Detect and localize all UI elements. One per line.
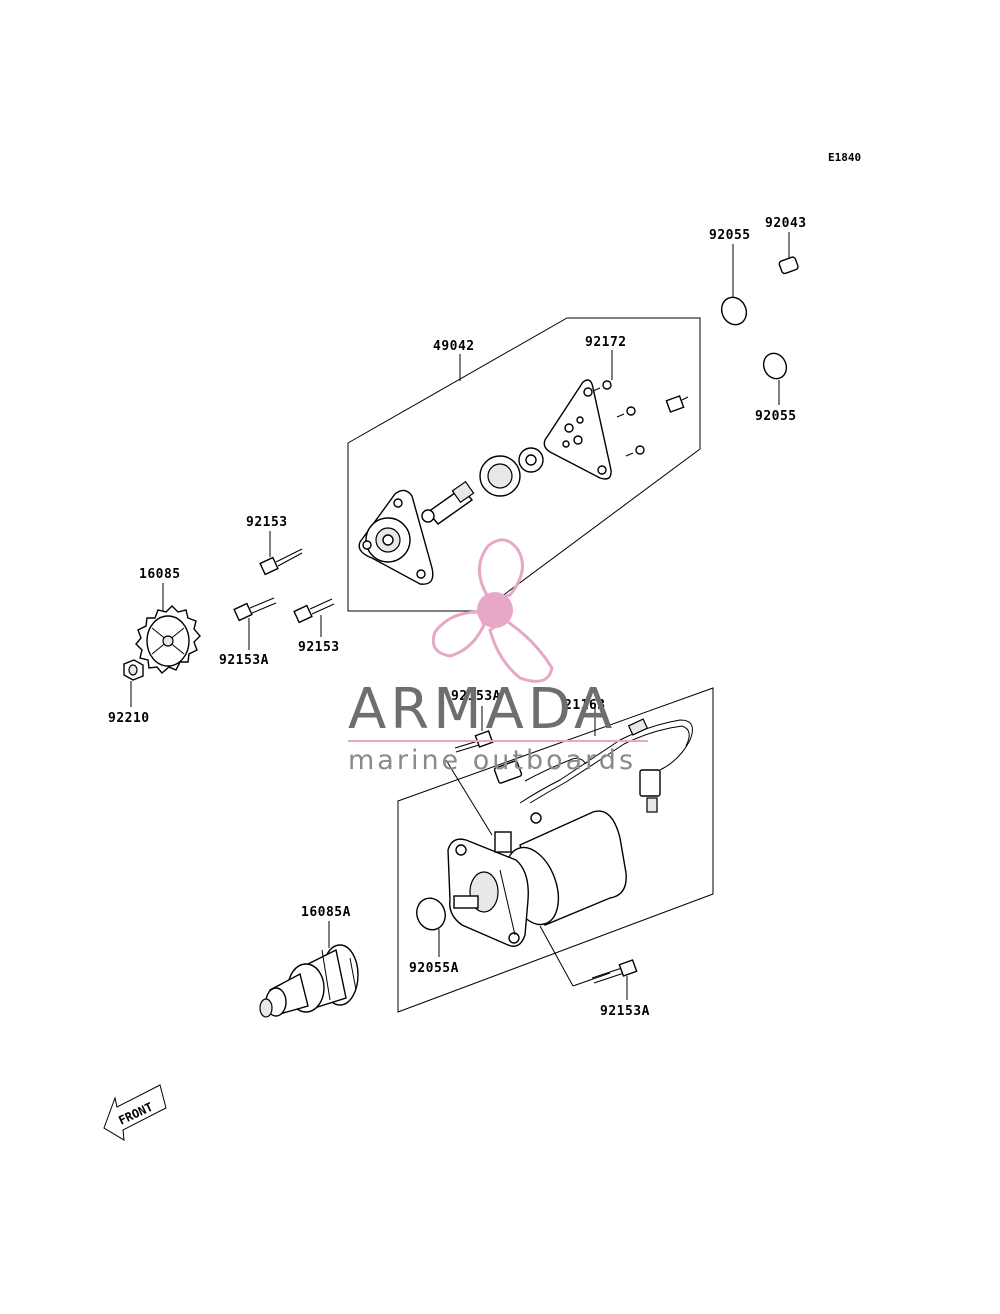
callout-92210: 92210 <box>108 711 150 726</box>
inner-rotor-part <box>518 447 544 473</box>
outer-rotor-part <box>479 455 521 497</box>
o-ring-92055A-part <box>416 897 446 931</box>
starter-motor-group: 21163 92055A 92153A <box>397 687 714 1019</box>
callout-92153A-bottom: 92153A <box>600 1004 650 1019</box>
callout-92055-top: 92055 <box>709 228 751 243</box>
plug-part <box>665 395 689 413</box>
callout-16085: 16085 <box>139 567 181 582</box>
assembly-outline-box <box>347 317 701 612</box>
bolt-92153A-mid-part <box>445 730 494 836</box>
pump-body-part <box>358 489 434 585</box>
watermark-brand: ARMADA <box>348 677 616 742</box>
starter-gear-16085A-part <box>259 944 359 1018</box>
callout-92172: 92172 <box>585 335 627 350</box>
pin-92043-part <box>778 256 799 275</box>
screw-92172-parts <box>592 380 645 457</box>
pump-shaft-part <box>421 480 475 525</box>
propeller-logo-icon <box>431 538 554 683</box>
nut-92210-part <box>123 659 144 681</box>
bolt-92153A-bottom-part <box>539 925 638 987</box>
o-ring-92055-top-part <box>720 296 748 326</box>
callout-21163: 21163 <box>564 698 606 713</box>
callout-92043: 92043 <box>765 216 807 231</box>
bolt-92153A-left-part <box>233 597 277 622</box>
starter-outline-box <box>397 687 714 1013</box>
callout-92055A: 92055A <box>409 961 459 976</box>
watermark-tagline: marine outboards <box>348 745 636 776</box>
diagram-code: E1840 <box>828 151 861 164</box>
callout-92153A-left: 92153A <box>219 653 269 668</box>
callout-16085A: 16085A <box>301 905 351 920</box>
callout-92055-bottom: 92055 <box>755 409 797 424</box>
sprocket-16085-part <box>135 605 201 674</box>
callout-92153-upper: 92153 <box>246 515 288 530</box>
bolt-92153-lower-part <box>293 598 335 624</box>
front-arrow-icon: FRONT <box>103 1084 167 1141</box>
callout-49042: 49042 <box>433 339 475 354</box>
pump-cover-part <box>543 379 612 480</box>
callout-92153A-mid: 92153A <box>451 689 501 704</box>
o-ring-92055-bottom-part <box>762 352 788 380</box>
starter-motor-part <box>447 810 627 947</box>
armada-watermark: ARMADA marine outboards <box>348 538 648 776</box>
bolt-92153-upper-part <box>259 548 303 576</box>
oil-pump-assembly-group: 49042 <box>347 317 701 612</box>
wire-harness-21163-part <box>493 718 693 824</box>
callout-92153-lower: 92153 <box>298 640 340 655</box>
